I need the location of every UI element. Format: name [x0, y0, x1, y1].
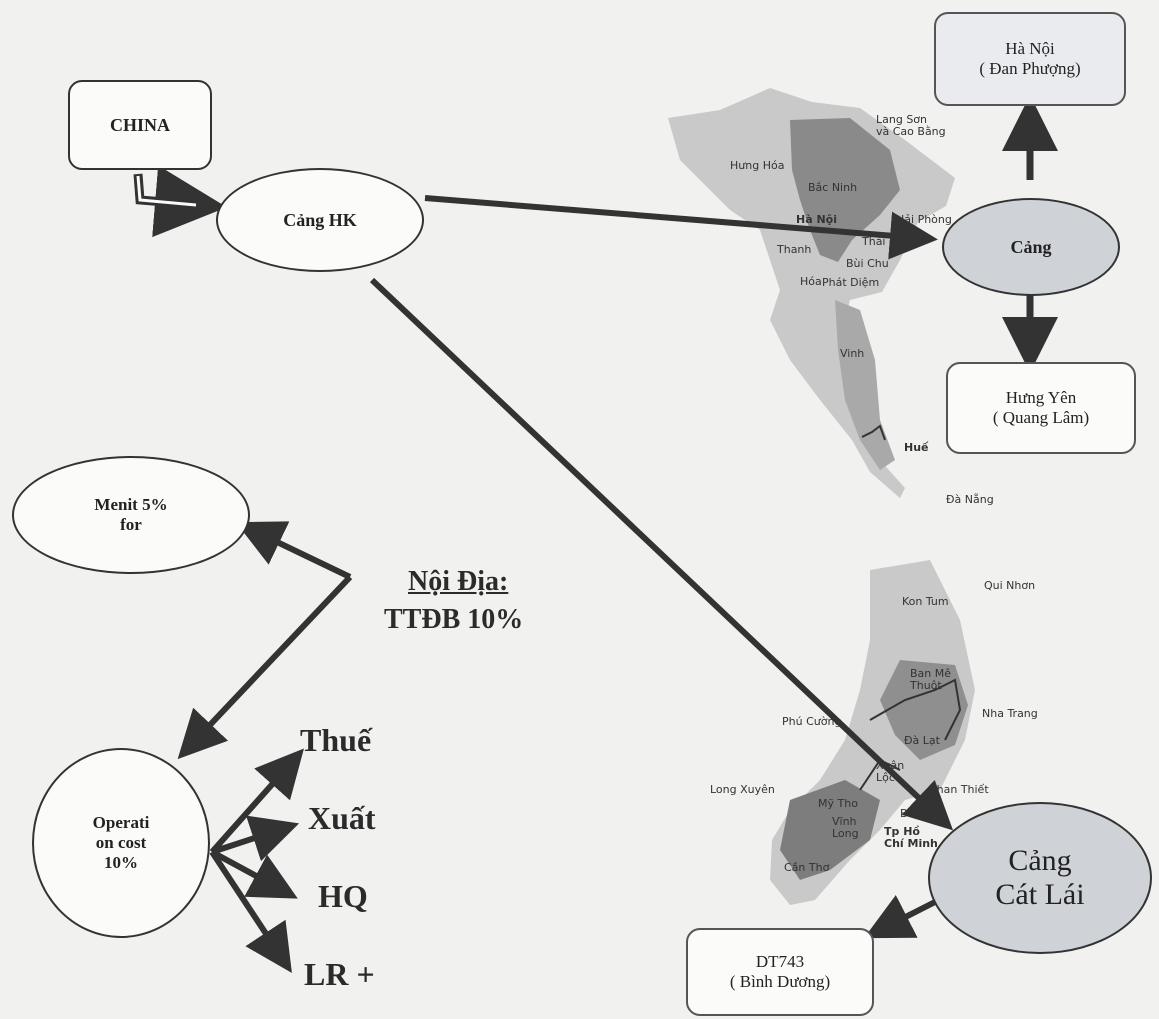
north-port-label: Cảng	[1010, 236, 1052, 257]
place-phu-cuong: Phú Cường	[782, 715, 842, 728]
place-nha-trang: Nha Trang	[982, 707, 1038, 720]
arrow-hk-to-north-port	[424, 195, 938, 260]
arrow-cat-lai-to-dt743	[863, 895, 937, 939]
dt743-label: DT743	[755, 952, 805, 971]
place-kon-tum: Kon Tum	[902, 595, 949, 608]
hung-yen-sublabel: ( Quang Lâm)	[992, 408, 1090, 427]
hung-yen-label: Hưng Yên	[1005, 388, 1077, 407]
place-ha-noi: Hà Nội	[796, 213, 837, 226]
flow-arrows	[133, 95, 1058, 974]
place-bac-ninh: Bắc Ninh	[808, 181, 858, 194]
ha-noi-box: Hà Nội ( Đan Phượng)	[934, 12, 1126, 106]
place-long-xuyen: Long Xuyên	[710, 783, 775, 796]
menit-ellipse: Menit 5% for	[12, 456, 250, 574]
place-hue: Huế	[904, 441, 929, 454]
output-hq: HQ	[318, 878, 368, 914]
arrow-op-to-lr	[209, 850, 292, 974]
place-can-tho: Cần Thơ	[784, 861, 830, 874]
arrow-noi-dia-to-menit	[235, 521, 352, 580]
arrow-op-to-xuat	[211, 815, 300, 862]
menit-label: Menit 5%	[94, 495, 168, 514]
place-my-tho: Mỹ Tho	[818, 797, 858, 810]
operation-label-1: Operati	[92, 813, 150, 832]
place-thanh: Thanh	[777, 243, 812, 256]
cat-lai-label: Cảng	[1008, 844, 1072, 877]
arrow-hk-to-cat-lai	[369, 277, 954, 831]
noi-dia-heading: Nội Địa:	[408, 566, 509, 597]
operation-label-2: on cost	[95, 833, 147, 852]
dt743-box: DT743 ( Bình Dương)	[686, 928, 874, 1016]
place-ba-ria: Bà Rịa	[900, 807, 936, 820]
place-phat-diem: Phát Diệm	[822, 276, 880, 289]
map-north-core	[790, 118, 900, 262]
north-port: Cảng	[942, 198, 1120, 296]
ha-noi-sublabel: ( Đan Phượng)	[979, 59, 1081, 78]
hong-kong-port: Cảng HK	[216, 168, 424, 272]
map-central-strip	[835, 300, 895, 470]
map-hue-mark	[861, 424, 886, 441]
output-lr: LR +	[304, 956, 375, 992]
arrow-china-to-hk-inner	[136, 175, 197, 207]
place-thai-binh: Thái Bình	[862, 235, 914, 248]
china-label: CHINA	[109, 114, 170, 135]
place-phan-thiet: Phan Thiết	[930, 783, 989, 796]
place-da-nang: Đà Nẵng	[946, 493, 994, 506]
place-hung-hoa: Hưng Hóa	[730, 159, 785, 172]
operation-label-3: 10%	[104, 853, 138, 872]
place-bui-chu: Bùi Chu	[846, 257, 889, 270]
vietnam-map	[668, 88, 975, 905]
china-box: CHINA	[68, 80, 212, 170]
dt743-sublabel: ( Bình Dương)	[729, 972, 831, 991]
place-hoa: Hóa	[800, 275, 822, 288]
hung-yen-box: Hưng Yên ( Quang Lâm)	[946, 362, 1136, 454]
output-xuat: Xuất	[308, 800, 376, 836]
place-da-lat: Đà Lạt	[904, 734, 940, 747]
map-mekong-delta	[780, 780, 880, 880]
place-hai-phong: Hải Phòng	[896, 213, 952, 226]
arrow-noi-dia-to-operation	[177, 574, 353, 760]
ha-noi-label: Hà Nội	[1005, 39, 1055, 58]
cat-lai-port: Cảng Cát Lái	[928, 802, 1152, 954]
ttdb-subheading: TTĐB 10%	[384, 604, 524, 635]
arrow-op-to-hq	[210, 849, 298, 899]
place-vinh: Vinh	[840, 347, 865, 360]
cat-lai-sublabel: Cát Lái	[995, 878, 1085, 911]
operation-cost-ellipse: Operati on cost 10%	[32, 748, 210, 938]
arrow-op-to-thue	[209, 748, 304, 854]
place-qui-nhon: Qui Nhơn	[984, 579, 1036, 592]
output-thue: Thuế	[300, 722, 372, 758]
hong-kong-port-label: Cảng HK	[283, 209, 357, 230]
menit-sublabel: for	[120, 515, 142, 534]
